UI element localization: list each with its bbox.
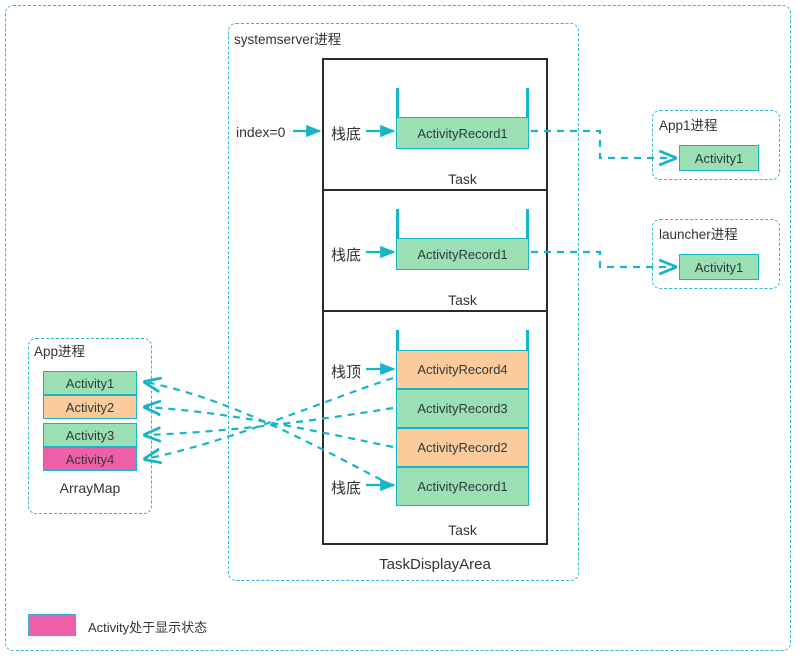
task3-record-2[interactable]: ActivityRecord2 <box>396 428 529 467</box>
task1-record-1[interactable]: ActivityRecord1 <box>396 117 529 149</box>
outer-frame <box>5 5 791 651</box>
task2-record-1[interactable]: ActivityRecord1 <box>396 238 529 270</box>
task3-caption: Task <box>448 522 477 538</box>
label-launcher-process: launcher进程 <box>659 227 738 242</box>
task2-stack-bottom-label: 栈底 <box>331 247 362 264</box>
task1-index-label: index=0 <box>236 124 286 140</box>
label-app1-process: App1进程 <box>659 118 718 133</box>
task3-record-1[interactable]: ActivityRecord1 <box>396 467 529 506</box>
arraymap-entry-activity1[interactable]: Activity1 <box>43 371 137 395</box>
task-separator-2 <box>324 310 546 312</box>
legend-label: Activity处于显示状态 <box>88 620 208 635</box>
task3-record-3[interactable]: ActivityRecord3 <box>396 389 529 428</box>
task2-caption: Task <box>448 292 477 308</box>
task3-stack-top-label: 栈顶 <box>331 364 362 381</box>
label-app-process: App进程 <box>34 344 86 359</box>
task3-stack-rail-left <box>396 330 399 350</box>
arraymap-entry-activity3[interactable]: Activity3 <box>43 423 137 447</box>
task1-caption: Task <box>448 171 477 187</box>
arraymap-caption: ArrayMap <box>59 480 121 496</box>
task3-stack-bottom-label: 栈底 <box>331 480 362 497</box>
task-display-area-caption: TaskDisplayArea <box>379 556 491 573</box>
app1-activity1[interactable]: Activity1 <box>679 145 759 171</box>
task3-stack-rail-right <box>526 330 529 350</box>
container-systemserver-process <box>228 23 579 581</box>
arraymap-entry-activity2[interactable]: Activity2 <box>43 395 137 419</box>
task-separator-1 <box>324 189 546 191</box>
task1-stack-bottom-label: 栈底 <box>331 126 362 143</box>
legend-swatch-displayed <box>28 614 76 636</box>
launcher-activity1[interactable]: Activity1 <box>679 254 759 280</box>
arraymap-entry-activity4[interactable]: Activity4 <box>43 447 137 471</box>
task3-record-4[interactable]: ActivityRecord4 <box>396 350 529 389</box>
label-systemserver-process: systemserver进程 <box>234 32 342 47</box>
